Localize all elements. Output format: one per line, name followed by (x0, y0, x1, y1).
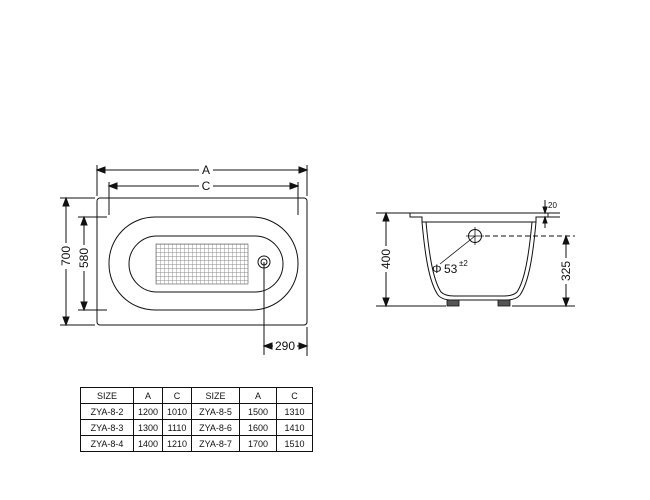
tub-anti-slip-area (128, 235, 284, 293)
tub-section-outer-wall (421, 221, 537, 301)
table-cell: 1600 (239, 419, 277, 436)
table-cell: 1510 (276, 435, 313, 452)
dimension-290-label: 290 (275, 339, 295, 353)
table-header-row: SIZE A C SIZE A C (80, 387, 313, 404)
table-cell: ZYA-8-2 (80, 403, 134, 420)
table-cell: ZYA-8-6 (191, 419, 240, 436)
table-cell: 1010 (162, 403, 192, 420)
table-cell: 1310 (276, 403, 313, 420)
table-cell: ZYA-8-5 (191, 403, 240, 420)
table-cell: 1210 (162, 435, 192, 452)
header-size: SIZE (191, 387, 240, 404)
table-cell: 1500 (239, 403, 277, 420)
tub-feet (446, 299, 511, 307)
header-a: A (239, 387, 277, 404)
dimension-325 (485, 234, 575, 308)
size-table: SIZE A C SIZE A C ZYA-8-2 1200 1010 ZYA-… (80, 387, 313, 452)
table-cell: 1300 (133, 419, 163, 436)
table-row: ZYA-8-3 1300 1110 ZYA-8-6 1600 1410 (80, 419, 313, 436)
table-cell: 1410 (276, 419, 313, 436)
dimension-325-label: 325 (559, 261, 573, 281)
dimension-a-label: A (202, 163, 210, 177)
tub-section-rim (409, 212, 549, 223)
header-c: C (162, 387, 192, 404)
dimension-20-label: 20 (548, 201, 557, 210)
dimension-400-label: 400 (379, 249, 393, 269)
table-cell: 1110 (162, 419, 192, 436)
section-view (409, 212, 549, 301)
tub-section-inner-wall (425, 221, 533, 297)
tub-outer-rim (96, 197, 308, 326)
dimension-700-label: 700 (59, 246, 73, 266)
table-cell: 1200 (133, 403, 163, 420)
dimension-580-label: 580 (77, 248, 91, 268)
drain-diameter-label: 53 (444, 262, 458, 276)
drain-tolerance-label: ±2 (459, 259, 468, 268)
table-cell: ZYA-8-3 (80, 419, 134, 436)
table-cell: ZYA-8-4 (80, 435, 134, 452)
anti-slip-grid (155, 243, 249, 285)
plan-view (96, 197, 308, 355)
dimension-c-label: C (202, 179, 211, 193)
table-cell: 1400 (133, 435, 163, 452)
table-cell: ZYA-8-7 (191, 435, 240, 452)
header-a: A (133, 387, 163, 404)
table-row: ZYA-8-2 1200 1010 ZYA-8-5 1500 1310 (80, 403, 313, 420)
header-c: C (276, 387, 313, 404)
dimension-20 (540, 200, 560, 228)
table-row: ZYA-8-4 1400 1210 ZYA-8-7 1700 1510 (80, 435, 313, 452)
drain-phi-symbol: Φ (432, 262, 442, 276)
tub-inner-basin (108, 216, 299, 311)
header-size: SIZE (80, 387, 134, 404)
table-cell: 1700 (239, 435, 277, 452)
